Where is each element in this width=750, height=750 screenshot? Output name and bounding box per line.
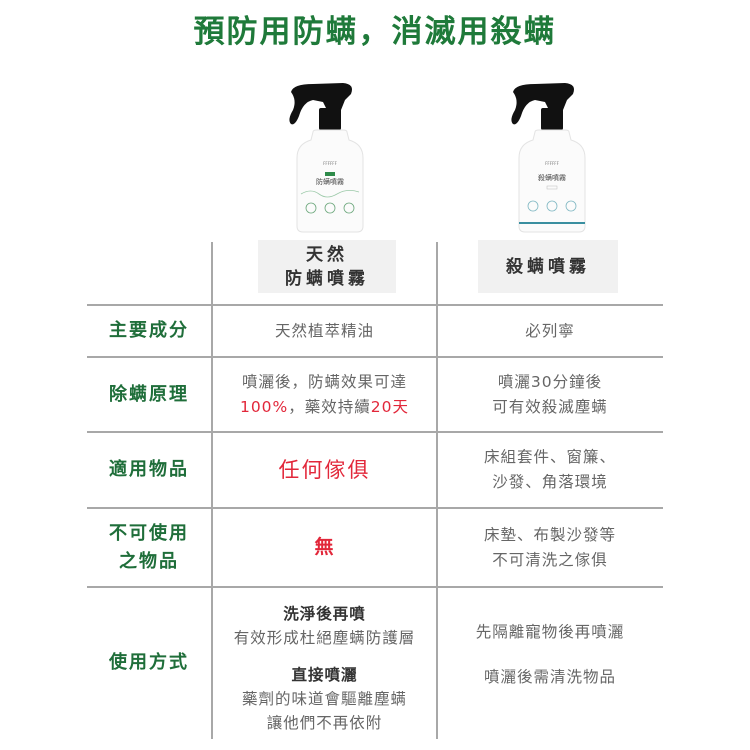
usage-desc-1: 有效形成杜絕塵螨防護層	[233, 628, 416, 647]
usage-heading-1: 洗淨後再噴	[283, 604, 366, 623]
row-label-line1: 不可使用	[109, 522, 189, 544]
usage-line2: 噴灑後需清洗物品	[483, 668, 616, 686]
row-divider	[87, 586, 663, 588]
svg-text:殺螨噴霧: 殺螨噴霧	[538, 173, 566, 182]
applicable-line1: 床組套件、窗簾、	[483, 448, 616, 466]
row-label-ingredient: 主要成分	[109, 320, 189, 341]
product-image-kill-spray: FFFFFF 殺螨噴霧	[505, 80, 595, 235]
cell-natural-not-applicable: 無	[213, 509, 436, 586]
row-label-principle: 除螨原理	[109, 383, 189, 405]
row-label-applicable: 適用物品	[109, 459, 189, 480]
svg-text:FFFFFF: FFFFFF	[545, 161, 560, 166]
usage-heading-2: 直接噴灑	[291, 665, 358, 684]
row-divider	[87, 304, 663, 306]
product-name-line2: 防螨噴霧	[285, 268, 369, 289]
principle-line2: 可有效殺滅塵螨	[492, 397, 608, 416]
spray-bottle-icon: FFFFFF 防螨噴霧	[289, 83, 364, 233]
principle-line2: 100%，藥效持續20天	[239, 397, 410, 416]
usage-desc-2-line1: 藥劑的味道會驅離塵螨	[241, 689, 407, 708]
usage-line1: 先隔離寵物後再噴灑	[475, 623, 625, 641]
spray-bottle-icon: FFFFFF 殺螨噴霧	[511, 83, 586, 233]
product-image-natural-spray: FFFFFF 防螨噴霧	[283, 80, 373, 235]
cell-kill-ingredient: 必列寧	[525, 321, 575, 340]
row-divider	[87, 507, 663, 509]
cell-natural-ingredient: 天然植萃精油	[274, 321, 374, 340]
not-applicable-value: 無	[314, 536, 335, 558]
product-name-kill-spray: 殺螨噴霧	[478, 240, 618, 293]
cell-natural-principle: 噴灑後，防螨效果可達 100%，藥效持續20天	[213, 358, 436, 431]
product-name-natural-spray: 天然 防螨噴霧	[258, 240, 396, 293]
principle-line1: 噴灑30分鐘後	[497, 372, 603, 391]
principle-line1: 噴灑後，防螨效果可達	[241, 372, 407, 391]
column-divider	[436, 242, 438, 739]
usage-desc-2-line2: 讓他們不再依附	[266, 713, 383, 732]
applicable-line2: 沙發、角落環境	[492, 473, 608, 491]
cell-kill-not-applicable: 床墊、布製沙發等 不可清洗之傢俱	[438, 509, 662, 586]
svg-text:FFFFFF: FFFFFF	[323, 161, 338, 166]
not-applicable-line2: 不可清洗之傢俱	[492, 550, 608, 569]
row-divider	[87, 356, 663, 358]
row-label-not-applicable: 不可使用 之物品	[87, 509, 211, 586]
applicable-value: 任何傢俱	[278, 457, 371, 482]
cell-natural-usage: 洗淨後再噴 有效形成杜絕塵螨防護層 直接噴灑 藥劑的味道會驅離塵螨 讓他們不再依…	[213, 598, 436, 738]
column-divider	[211, 242, 213, 739]
page-title: 預防用防螨，消滅用殺螨	[193, 14, 557, 50]
not-applicable-line1: 床墊、布製沙發等	[483, 525, 616, 544]
cell-kill-principle: 噴灑30分鐘後 可有效殺滅塵螨	[438, 358, 662, 431]
product-name-line1: 殺螨噴霧	[506, 256, 590, 277]
row-label-line2: 之物品	[119, 550, 179, 572]
product-name-line1: 天然	[306, 244, 348, 265]
cell-natural-applicable: 任何傢俱	[213, 433, 436, 507]
svg-text:防螨噴霧: 防螨噴霧	[316, 177, 344, 186]
row-divider	[87, 431, 663, 433]
cell-kill-usage: 先隔離寵物後再噴灑 噴灑後需清洗物品	[438, 620, 662, 690]
cell-kill-applicable: 床組套件、窗簾、 沙發、角落環境	[438, 433, 662, 507]
row-label-usage: 使用方式	[109, 652, 189, 673]
